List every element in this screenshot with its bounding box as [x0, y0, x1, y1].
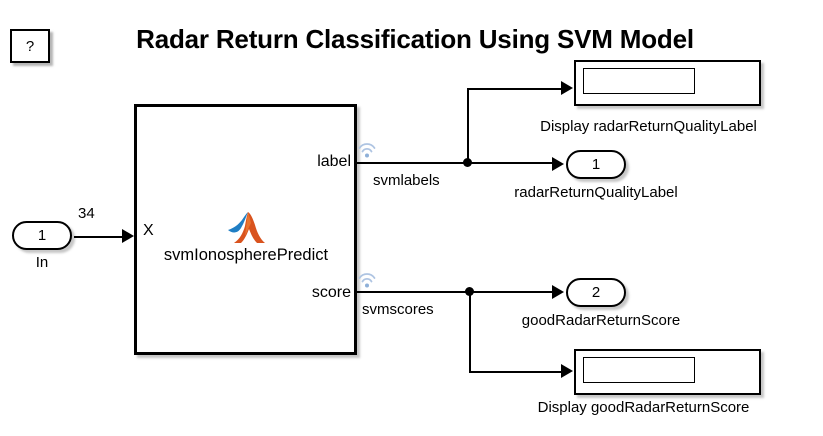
wire-score-to-display-horizontal[interactable] [469, 371, 567, 373]
wire-label-to-outport[interactable] [467, 162, 560, 164]
inport-number: 1 [37, 227, 47, 244]
display-caption-1: Display radarReturnQualityLabel [540, 118, 757, 135]
signal-name-svmlabels: svmlabels [373, 172, 440, 189]
svm-predict-block-name: svmIonospherePredict [163, 246, 329, 264]
help-block[interactable]: ? [10, 29, 50, 63]
wireless-logging-icon [358, 143, 376, 159]
outport-caption-2: goodRadarReturnScore [521, 312, 681, 329]
wire-label-to-display-horizontal[interactable] [467, 88, 567, 90]
wire-score-to-display-vertical[interactable] [469, 291, 471, 371]
matlab-logo-icon [226, 208, 268, 248]
display-block-goodRadarReturnScore[interactable] [574, 349, 761, 395]
outport-caption-1: radarReturnQualityLabel [514, 184, 678, 201]
wire-label-to-display-vertical[interactable] [467, 88, 469, 164]
wireless-logging-icon [358, 273, 376, 289]
wire-score-signal[interactable] [357, 291, 474, 293]
arrow-to-outport-1 [552, 157, 564, 171]
outport-block-radarReturnQualityLabel[interactable]: 1 [566, 150, 626, 179]
arrow-to-outport-2 [552, 285, 564, 299]
block-port-score-label: score [311, 284, 351, 301]
inport-block-in[interactable]: 1 [12, 221, 72, 250]
wire-in-to-block[interactable] [74, 236, 126, 238]
inport-caption-in: In [35, 254, 49, 271]
signal-dimension-34: 34 [78, 205, 95, 222]
wire-label-signal[interactable] [357, 162, 472, 164]
help-block-label: ? [25, 37, 35, 55]
block-port-x-label: X [143, 222, 154, 239]
signal-name-svmscores: svmscores [362, 301, 434, 318]
outport-number-2: 2 [591, 284, 601, 301]
display-value-field-2 [583, 357, 695, 383]
wire-score-to-outport[interactable] [469, 291, 560, 293]
outport-number-1: 1 [591, 156, 601, 173]
arrow-in-to-block [122, 229, 134, 243]
outport-block-goodRadarReturnScore[interactable]: 2 [566, 278, 626, 307]
arrow-to-display-1 [561, 81, 573, 95]
display-value-field-1 [583, 68, 695, 94]
page-title: Radar Return Classification Using SVM Mo… [136, 24, 694, 54]
block-port-label-label: label [317, 153, 351, 170]
display-block-radarReturnQualityLabel[interactable] [574, 60, 761, 106]
display-caption-2: Display goodRadarReturnScore [537, 399, 750, 416]
arrow-to-display-2 [561, 364, 573, 378]
